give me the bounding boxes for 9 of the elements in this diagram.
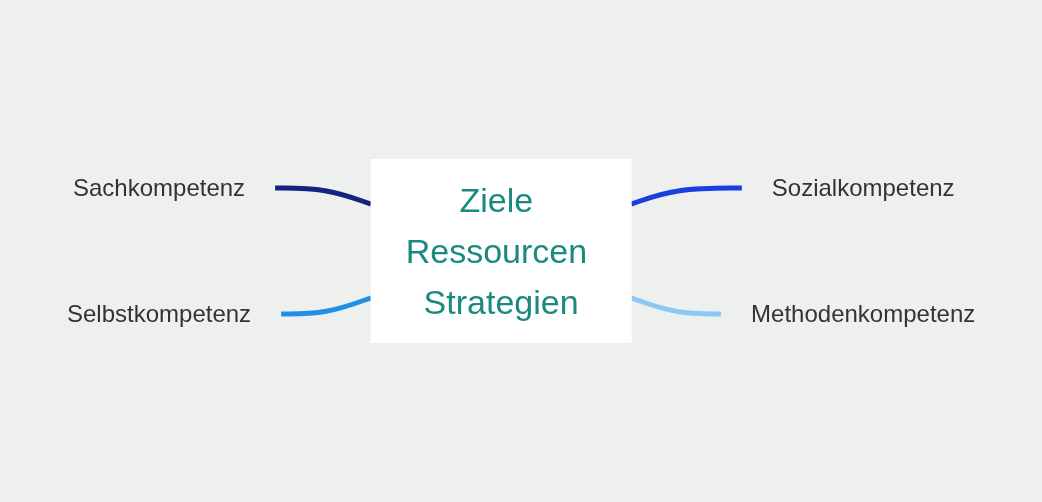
connector (630, 295, 721, 317)
node-text: Sachkompetenz (72, 174, 245, 201)
node-text: Sozialkompetenz (771, 174, 955, 201)
connector (280, 295, 372, 317)
connector (630, 185, 742, 207)
connector (274, 185, 372, 207)
node-box: Ziele Ressourcen Strategien (370, 159, 632, 343)
node-text: Selbstkompetenz (66, 300, 251, 327)
node-text: Methodenkompetenz (750, 300, 976, 327)
